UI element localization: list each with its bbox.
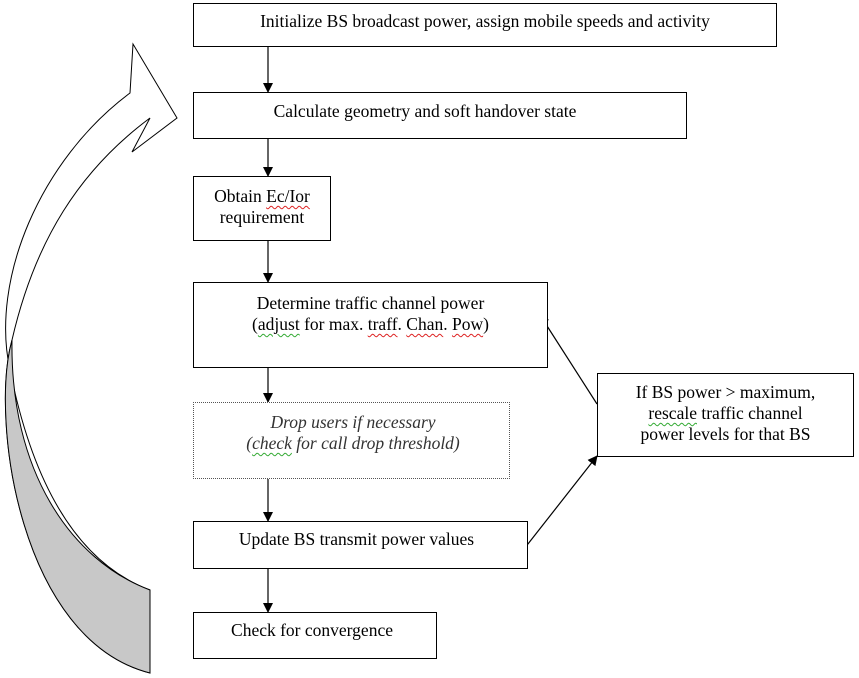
step-traffic-line1: Determine traffic channel power	[256, 293, 485, 313]
arrow-update-to-side	[523, 455, 598, 550]
step-converge-box: Check for convergence	[193, 612, 437, 659]
step-drop-line1: Drop users if necessary	[270, 412, 436, 432]
step-geometry-box: Calculate geometry and soft handover sta…	[193, 92, 687, 139]
step-drop-box: Drop users if necessary (check for call …	[193, 402, 510, 479]
step-init-box: Initialize BS broadcast power, assign mo…	[193, 3, 777, 47]
step-init-label: Initialize BS broadcast power, assign mo…	[260, 11, 710, 31]
loop-back-arrow-shade	[4, 339, 151, 674]
arrow-side-to-traffic	[539, 314, 598, 405]
step-ecior-line2: requirement	[219, 207, 305, 227]
step-traffic-box: Determine traffic channel power (adjust …	[193, 282, 548, 368]
step-drop-line2: (check for call drop threshold)	[246, 433, 460, 453]
step-ecior-box: Obtain Ec/Ior requirement	[193, 176, 331, 241]
step-converge-label: Check for convergence	[231, 620, 393, 640]
step-update-label: Update BS transmit power values	[238, 529, 475, 549]
step-ecior-line1: Obtain Ec/Ior	[214, 186, 310, 206]
side-rescale-line2: rescale traffic channel	[648, 403, 803, 423]
side-rescale-line1: If BS power > maximum,	[635, 382, 816, 402]
step-geometry-label: Calculate geometry and soft handover sta…	[273, 101, 577, 121]
side-rescale-box: If BS power > maximum, rescale traffic c…	[597, 373, 854, 457]
side-rescale-line3: power levels for that BS	[640, 424, 811, 444]
step-update-box: Update BS transmit power values	[193, 521, 528, 569]
step-traffic-line2: (adjust for max. traff. Chan. Pow)	[252, 314, 489, 334]
